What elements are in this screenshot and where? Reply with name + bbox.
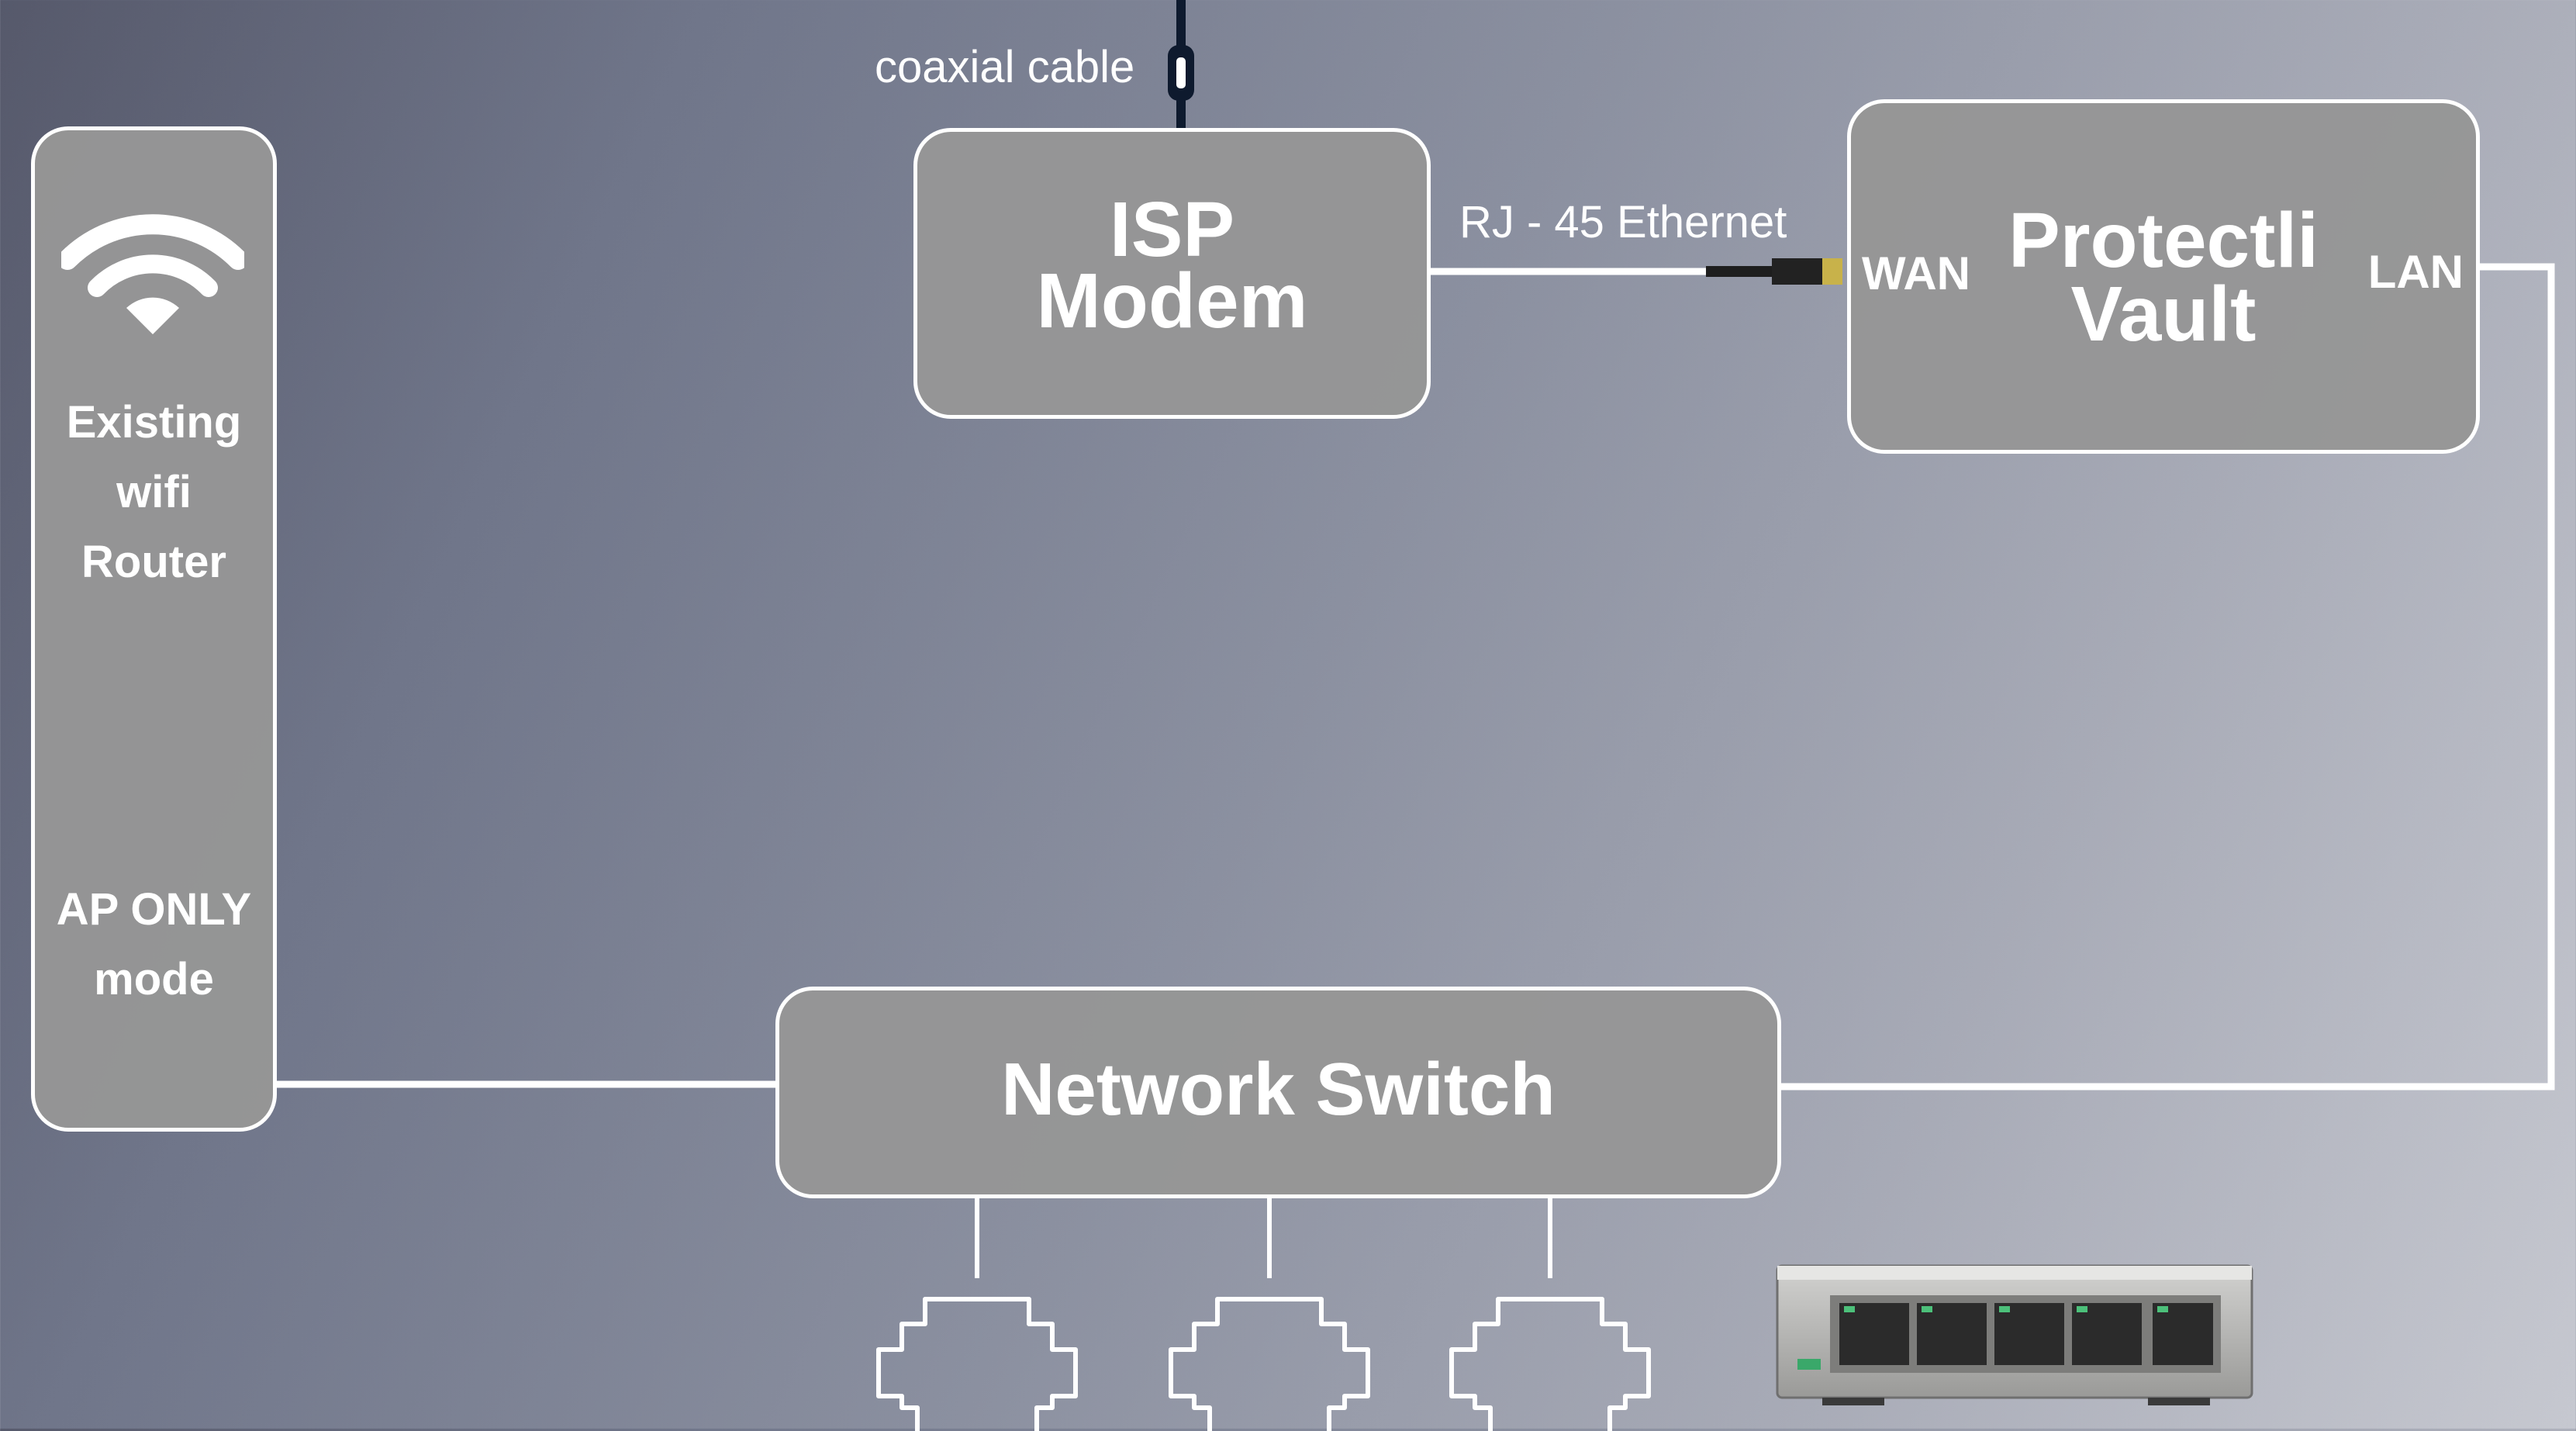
wifi-router-title-line: Existing	[66, 397, 242, 448]
wan-port-label: WAN	[1862, 247, 1970, 299]
ethernet-cable	[1431, 258, 1842, 285]
network-switch-title: Network Switch	[1001, 1048, 1556, 1131]
wifi-router-mode: AP ONLY mode	[35, 875, 273, 1014]
wifi-router-box: Existing wifi Router AP ONLY mode	[31, 126, 277, 1132]
lan-cable	[1781, 263, 2555, 1091]
wifi-icon	[61, 214, 244, 334]
coaxial-cable	[1168, 0, 1194, 128]
network-switch-box: Network Switch	[775, 987, 1781, 1198]
isp-modem-title-line: Modem	[1036, 258, 1308, 344]
ethernet-cable-label: RJ - 45 Ethernet	[1459, 197, 1787, 247]
protectli-vault-title-line: Vault	[2070, 271, 2257, 358]
isp-modem-title: ISP Modem	[917, 186, 1427, 344]
ethernet-jack-icon	[1169, 1297, 1370, 1431]
wifi-router-title-line: Router	[81, 537, 226, 587]
network-switch-photo	[1776, 1264, 2253, 1405]
coaxial-cable-label: coaxial cable	[875, 42, 1135, 92]
ethernet-jack-icon	[1449, 1297, 1651, 1431]
protectli-vault-title: Protectli Vault	[1975, 197, 2352, 358]
wifi-router-mode-line: AP ONLY	[56, 884, 252, 935]
lan-port-label: LAN	[2367, 246, 2464, 298]
protectli-vault-title-line: Protectli	[2008, 197, 2319, 284]
wifi-router-title-line: wifi	[116, 467, 192, 517]
wifi-router-mode-line: mode	[94, 954, 214, 1004]
wifi-router-title: Existing wifi Router	[35, 388, 273, 597]
protectli-vault-box: WAN Protectli Vault LAN	[1847, 99, 2480, 454]
isp-modem-box: ISP Modem	[913, 128, 1431, 419]
isp-modem-title-line: ISP	[1109, 186, 1235, 273]
ethernet-jack-icon	[876, 1297, 1078, 1431]
